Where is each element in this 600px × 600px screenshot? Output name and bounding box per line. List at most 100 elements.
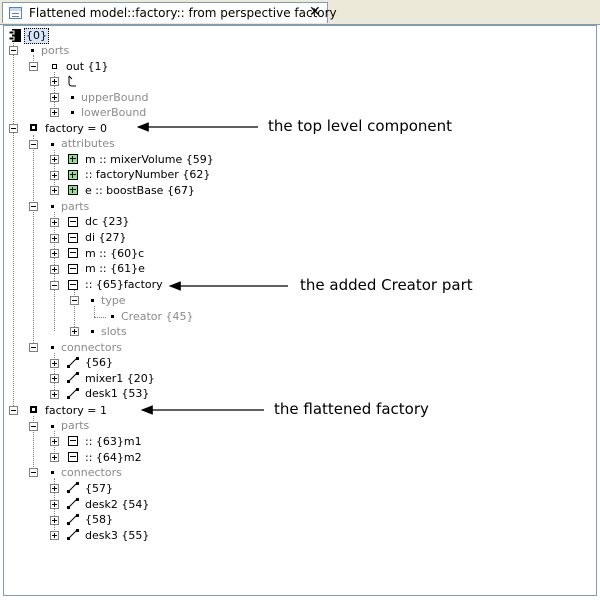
connectors-label[interactable]: connectors <box>61 341 122 354</box>
expand-toggle[interactable] <box>70 327 79 336</box>
expand-toggle[interactable] <box>50 218 59 227</box>
connector-desk2-label[interactable]: desk2 {54} <box>85 498 150 511</box>
part-64m2-label[interactable]: :: {64}m2 <box>85 451 142 464</box>
attribute-dot-icon <box>71 111 74 114</box>
tree-guide <box>33 135 34 347</box>
connector-desk3-label[interactable]: desk3 {55} <box>85 529 150 542</box>
tree-guide <box>94 306 95 317</box>
expand-toggle[interactable] <box>50 93 59 102</box>
part-icon <box>68 436 78 446</box>
expand-toggle[interactable] <box>50 186 59 195</box>
folder-dot-icon <box>51 425 54 428</box>
slots-label[interactable]: slots <box>101 325 127 338</box>
connector-icon <box>67 372 79 383</box>
upperbound-label[interactable]: upperBound <box>81 91 149 104</box>
tree-guide <box>13 40 14 410</box>
expand-toggle[interactable] <box>50 516 59 525</box>
tab-bar: Flattened model::factory:: from perspect… <box>0 0 600 25</box>
model-root-icon <box>8 29 21 42</box>
part-60c-label[interactable]: m :: {60}c <box>85 247 145 260</box>
expand-toggle[interactable] <box>50 374 59 383</box>
collapse-toggle[interactable] <box>29 468 38 477</box>
part-icon <box>68 248 78 258</box>
connector-icon <box>67 498 79 509</box>
tab-flattened-model[interactable]: Flattened model::factory:: from perspect… <box>2 2 337 23</box>
ports-label[interactable]: ports <box>41 44 70 57</box>
type-label[interactable]: type <box>101 294 126 307</box>
parts-label[interactable]: parts <box>61 419 90 432</box>
attribute-add-icon <box>68 185 78 195</box>
parts-label[interactable]: parts <box>61 200 90 213</box>
attribute-dot-icon <box>71 96 74 99</box>
part-65factory-label[interactable]: :: {65}factory <box>85 278 163 291</box>
collapse-toggle[interactable] <box>50 281 59 290</box>
attribute-add-icon <box>68 154 78 164</box>
expand-toggle[interactable] <box>50 390 59 399</box>
expand-toggle[interactable] <box>50 171 59 180</box>
part-icon <box>68 233 78 243</box>
expand-toggle[interactable] <box>50 500 59 509</box>
folder-dot-icon <box>51 205 54 208</box>
attr-boostbase-label[interactable]: e :: boostBase {67} <box>85 184 195 197</box>
collapse-toggle[interactable] <box>29 422 38 431</box>
attr-factorynumber-label[interactable]: :: factoryNumber {62} <box>85 168 211 181</box>
connector-58-label[interactable]: {58} <box>85 513 113 526</box>
expand-toggle[interactable] <box>50 234 59 243</box>
folder-dot-icon <box>91 299 94 302</box>
collapse-toggle[interactable] <box>9 46 18 55</box>
expand-toggle[interactable] <box>50 453 59 462</box>
port-out-label[interactable]: out {1} <box>66 60 109 73</box>
tree-guide <box>94 317 106 318</box>
collapse-toggle[interactable] <box>9 406 18 415</box>
tree-guide <box>54 150 55 191</box>
expand-toggle[interactable] <box>50 437 59 446</box>
part-63m1-label[interactable]: :: {63}m1 <box>85 435 142 448</box>
collapse-toggle[interactable] <box>29 140 38 149</box>
connector-icon <box>67 388 79 399</box>
connector-icon <box>67 482 79 493</box>
collapse-toggle[interactable] <box>9 124 18 133</box>
part-dc-label[interactable]: dc {23} <box>85 215 130 228</box>
part-icon <box>68 264 78 274</box>
attributes-label[interactable]: attributes <box>61 137 115 150</box>
expand-toggle[interactable] <box>50 108 59 117</box>
collapse-toggle[interactable] <box>29 343 38 352</box>
annotation-flattened: the flattened factory <box>274 400 429 418</box>
root-label[interactable]: {0} <box>24 28 49 44</box>
connector-57-label[interactable]: {57} <box>85 482 113 495</box>
close-icon[interactable]: ✕ <box>309 4 321 20</box>
tree-guide <box>54 353 55 394</box>
connector-mixer1-label[interactable]: mixer1 {20} <box>85 372 155 385</box>
tree-guide <box>74 290 75 331</box>
expand-toggle[interactable] <box>50 249 59 258</box>
connectors-label[interactable]: connectors <box>61 466 122 479</box>
expand-toggle[interactable] <box>50 77 59 86</box>
folder-dot-icon <box>91 330 94 333</box>
attr-mixervolume-label[interactable]: m :: mixerVolume {59} <box>85 153 214 166</box>
expand-toggle[interactable] <box>50 484 59 493</box>
collapse-toggle[interactable] <box>29 202 38 211</box>
part-di-label[interactable]: di {27} <box>85 231 127 244</box>
tab-title: Flattened model::factory:: from perspect… <box>29 6 337 20</box>
interface-link-icon <box>68 75 76 87</box>
port-icon <box>52 64 57 69</box>
expand-toggle[interactable] <box>50 265 59 274</box>
connector-desk1-label[interactable]: desk1 {53} <box>85 387 150 400</box>
part-61e-label[interactable]: m :: {61}e <box>85 262 145 275</box>
collapse-toggle[interactable] <box>29 62 38 71</box>
connector-56-label[interactable]: {56} <box>85 356 113 369</box>
factory0-label[interactable]: factory = 0 <box>45 122 107 135</box>
folder-dot-icon <box>31 49 34 52</box>
creator-label[interactable]: Creator {45} <box>121 310 194 323</box>
expand-toggle[interactable] <box>50 531 59 540</box>
collapse-toggle[interactable] <box>70 296 79 305</box>
tree-node-root[interactable] <box>4 28 64 43</box>
lowerbound-label[interactable]: lowerBound <box>81 106 147 119</box>
type-dot-icon <box>111 315 114 318</box>
tree-panel <box>3 25 597 596</box>
folder-dot-icon <box>51 143 54 146</box>
expand-toggle[interactable] <box>50 155 59 164</box>
factory1-label[interactable]: factory = 1 <box>45 404 107 417</box>
expand-toggle[interactable] <box>50 359 59 368</box>
